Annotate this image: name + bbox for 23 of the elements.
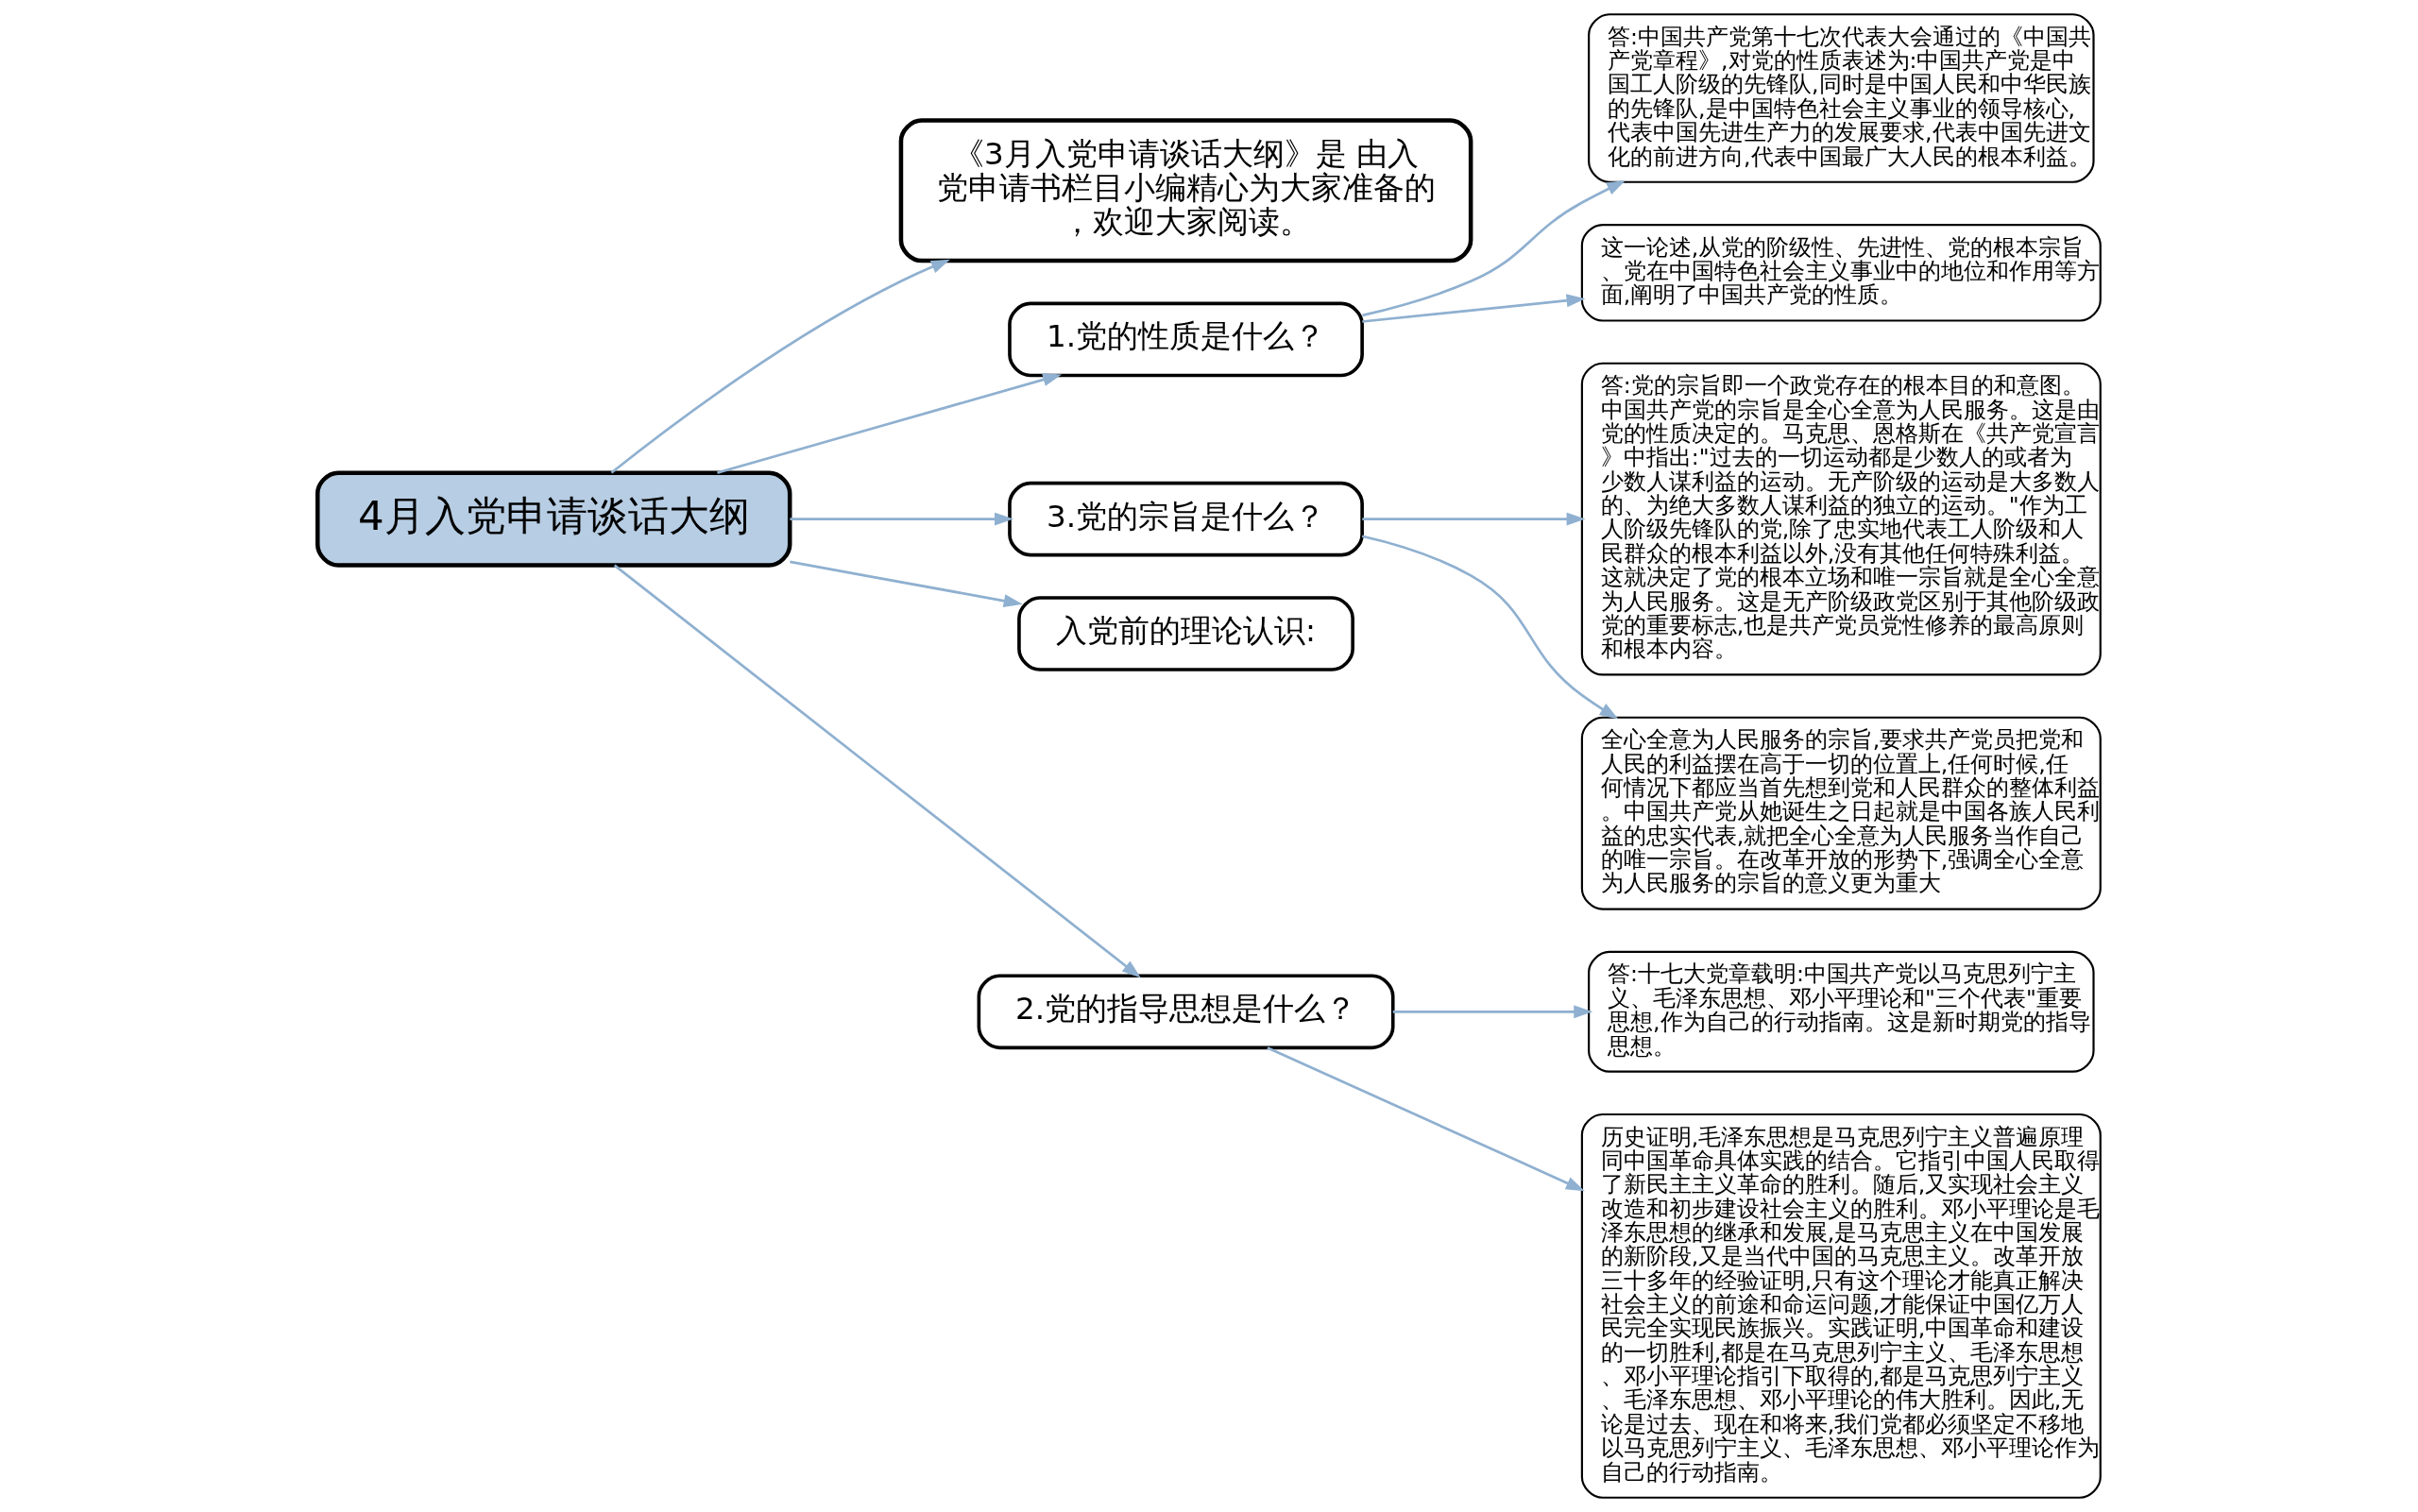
- arrow: [717, 373, 1063, 474]
- node-box: 答:十七大党章载明:中国共产党以马克思列宁主义、毛泽东思想、邓小平理论和"三个代表"重要思想,作为自己的行动指南。这是新时期党的指导思想。: [1588, 950, 2095, 1073]
- node-box: 1.党的性质是什么？: [1008, 301, 1364, 378]
- arrow: [1267, 1046, 1585, 1192]
- arrow: [1361, 535, 1619, 720]
- node-box: 4月入党申请谈话大纲: [315, 470, 792, 568]
- node-box: 入党前的理论认识:: [1017, 596, 1354, 671]
- node-box: 历史证明,毛泽东思想是马克思列宁主义普遍原理同中国革命具体实践的结合。它指引中国人民取得了新民主主义革命的胜利。随后,又实现社会主义改造和初步建设社会主义的胜利。邓小平理论是毛泽东思想的继承和发展,是马克思主义在中国发展的新阶段,又是当代中国的马克思主义。改革开放三十多年的经验证明,只有这个理论才能真正解决社会主义的前途和命运问题,才能保证中国亿万人民完全实现民族振兴。实践证明,中国革命和建设的一切胜利,都是在马克思列宁主义、毛泽东思想、邓小平理论指引下取得的,都是马克思列宁主义、毛泽东思想、邓小平理论的伟大胜利。因此,无论是过去、现在和将来,我们党都必须坚定不移地以马克思列宁主义、毛泽东思想、邓小平理论作为自己的行动指南。: [1580, 1113, 2102, 1499]
- arrow: [1362, 179, 1626, 317]
- arrow: [790, 560, 1023, 608]
- arrow: [1362, 512, 1586, 526]
- node-box: 答:中国共产党第十七次代表大会通过的《中国共产党章程》,对党的性质表述为:中国共产党是中国工人阶级的先锋队,同时是中国人民和中华民族的先锋队,是中国特色社会主义事业的领导核心,代表中国先进生产力的发展要求,代表中国先进文化的前进方向,代表中国最广大人民的根本利益。: [1588, 13, 2095, 183]
- arrow: [610, 259, 950, 474]
- node-box: 《3月入党申请谈话大纲》是 由入党申请书栏目小编精心为大家准备的，欢迎大家阅读。: [898, 118, 1473, 263]
- arrow: [613, 564, 1141, 978]
- node-box: 这一论述,从党的阶级性、先进性、党的根本宗旨、党在中国特色社会主义事业中的地位和作用等方面,阐明了中国共产党的性质。: [1580, 223, 2102, 322]
- node-box: 全心全意为人民服务的宗旨,要求共产党员把党和人民的利益摆在高于一切的位置上,任何时候,任何情况下都应当首先想到党和人民群众的整体利益。中国共产党从她诞生之日起就是中国各族人民利益的忠实代表,就把全心全意为人民服务当作自己的唯一宗旨。在改革开放的形势下,强调全心全意为人民服务的宗旨的意义更为重大: [1580, 716, 2102, 910]
- arrow: [1392, 1005, 1593, 1019]
- node-box: 3.党的宗旨是什么？: [1008, 481, 1364, 557]
- node-box: 2.党的指导思想是什么？: [977, 974, 1395, 1050]
- arrow: [1362, 294, 1586, 323]
- node-box: 答:党的宗旨即一个政党存在的根本目的和意图。中国共产党的宗旨是全心全意为人民服务。这是由党的性质决定的。马克思、恩格斯在《共产党宣言》中指出:"过去的一切运动都是少数人的或者为少数人谋利益的运动。无产阶级的运动是大多数人的、为绝大多数人谋利益的独立的运动。"作为工人阶级先锋队的党,除了忠实地代表工人阶级和人民群众的根本利益以外,没有其他任何特殊利益。这就决定了党的根本立场和唯一宗旨就是全心全意为人民服务。这是无产阶级政党区别于其他阶级政党的重要标志,也是共产党员党性修养的最高原则和根本内容。: [1580, 362, 2102, 676]
- arrow: [790, 512, 1013, 526]
